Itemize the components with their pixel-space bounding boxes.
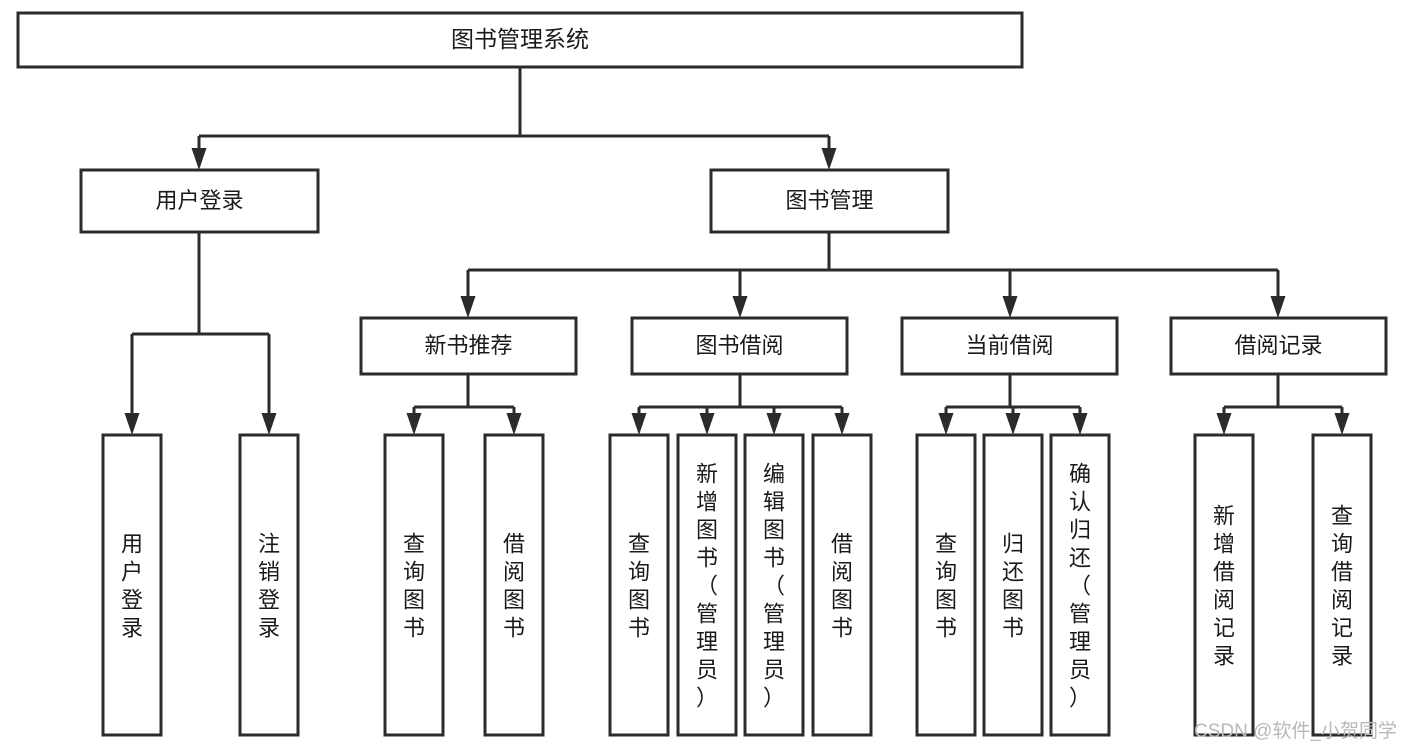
node-label: 查询借阅记录 bbox=[1331, 503, 1353, 668]
node-box[interactable] bbox=[1049, 433, 1111, 737]
node-box[interactable] bbox=[79, 168, 320, 234]
arrow-head-icon bbox=[1002, 296, 1018, 318]
arrow-head-icon bbox=[732, 296, 748, 318]
leaf-node-用户登录[interactable]: 用户登录 bbox=[101, 433, 163, 737]
leaf-node-新增图书-管理员[interactable]: 新增图书（管理员） bbox=[676, 433, 738, 737]
level2-node-当前借阅[interactable]: 当前借阅 bbox=[900, 316, 1119, 376]
arrow-head-icon bbox=[460, 296, 476, 318]
leaf-node-注销登录[interactable]: 注销登录 bbox=[238, 433, 300, 737]
node-box[interactable] bbox=[16, 11, 1024, 69]
level1-node-用户登录[interactable]: 用户登录 bbox=[79, 168, 320, 234]
level2-node-借阅记录[interactable]: 借阅记录 bbox=[1169, 316, 1388, 376]
arrow-head-icon bbox=[1334, 413, 1350, 435]
node-label: 图书管理 bbox=[785, 188, 873, 213]
node-label: 查询图书 bbox=[628, 531, 650, 640]
node-box[interactable] bbox=[383, 433, 445, 737]
connector-userlogin-to-leaves bbox=[124, 232, 277, 435]
node-label: 图书借阅 bbox=[695, 333, 783, 358]
arrow-head-icon bbox=[821, 148, 837, 170]
node-label: 新书推荐 bbox=[424, 333, 512, 358]
node-box[interactable] bbox=[483, 433, 545, 737]
leaf-node-借阅图书[interactable]: 借阅图书 bbox=[483, 433, 545, 737]
leaf-node-查询图书[interactable]: 查询图书 bbox=[915, 433, 977, 737]
node-box[interactable] bbox=[900, 316, 1119, 376]
node-label: 归还图书 bbox=[1002, 531, 1024, 640]
node-label: 当前借阅 bbox=[965, 333, 1053, 358]
node-box[interactable] bbox=[676, 433, 738, 737]
connector-bookmgmt-to-level2 bbox=[460, 232, 1286, 318]
node-label: 借阅记录 bbox=[1234, 333, 1322, 358]
arrow-head-icon bbox=[124, 413, 140, 435]
node-box[interactable] bbox=[359, 316, 578, 376]
node-box[interactable] bbox=[101, 433, 163, 737]
leaf-node-编辑图书-管理员[interactable]: 编辑图书（管理员） bbox=[743, 433, 805, 737]
arrow-head-icon bbox=[938, 413, 954, 435]
leaf-node-查询图书[interactable]: 查询图书 bbox=[608, 433, 670, 737]
node-box[interactable] bbox=[1311, 433, 1373, 737]
node-label: 图书管理系统 bbox=[451, 26, 589, 52]
node-label: 查询图书 bbox=[403, 531, 425, 640]
arrow-head-icon bbox=[834, 413, 850, 435]
connector-record-to-leaves bbox=[1216, 374, 1350, 435]
leaf-node-新增借阅记录[interactable]: 新增借阅记录 bbox=[1193, 433, 1255, 737]
leaf-node-归还图书[interactable]: 归还图书 bbox=[982, 433, 1044, 737]
node-box[interactable] bbox=[630, 316, 849, 376]
connector-root-to-level1 bbox=[191, 67, 837, 170]
root-node-图书管理系统[interactable]: 图书管理系统 bbox=[16, 11, 1024, 69]
node-box[interactable] bbox=[608, 433, 670, 737]
level2-node-图书借阅[interactable]: 图书借阅 bbox=[630, 316, 849, 376]
connector-borrow-to-leaves bbox=[631, 374, 850, 435]
node-box[interactable] bbox=[709, 168, 950, 234]
node-box[interactable] bbox=[915, 433, 977, 737]
arrow-head-icon bbox=[261, 413, 277, 435]
arrow-head-icon bbox=[506, 413, 522, 435]
node-label: 用户登录 bbox=[121, 531, 143, 640]
node-label: 新增图书（管理员） bbox=[696, 461, 718, 710]
level1-node-图书管理[interactable]: 图书管理 bbox=[709, 168, 950, 234]
arrow-head-icon bbox=[1216, 413, 1232, 435]
node-label: 注销登录 bbox=[258, 531, 280, 640]
node-label: 新增借阅记录 bbox=[1213, 503, 1235, 668]
level2-node-新书推荐[interactable]: 新书推荐 bbox=[359, 316, 578, 376]
arrow-head-icon bbox=[766, 413, 782, 435]
node-label: 借阅图书 bbox=[831, 531, 853, 640]
node-box[interactable] bbox=[1193, 433, 1255, 737]
leaf-node-确认归还-管理员[interactable]: 确认归还（管理员） bbox=[1049, 433, 1111, 737]
arrow-head-icon bbox=[1072, 413, 1088, 435]
leaf-node-查询借阅记录[interactable]: 查询借阅记录 bbox=[1311, 433, 1373, 737]
node-box[interactable] bbox=[982, 433, 1044, 737]
node-label: 编辑图书（管理员） bbox=[763, 461, 785, 710]
arrow-head-icon bbox=[406, 413, 422, 435]
node-label: 用户登录 bbox=[155, 188, 243, 213]
connectors-layer bbox=[124, 67, 1350, 435]
node-box[interactable] bbox=[1169, 316, 1388, 376]
node-label: 借阅图书 bbox=[503, 531, 525, 640]
watermark-label: CSDN @软件_小贺同学 bbox=[1194, 721, 1397, 742]
connector-newbook-to-leaves bbox=[406, 374, 522, 435]
node-label: 确认归还（管理员） bbox=[1069, 461, 1091, 710]
arrow-head-icon bbox=[699, 413, 715, 435]
arrow-head-icon bbox=[1005, 413, 1021, 435]
node-label: 查询图书 bbox=[935, 531, 957, 640]
node-box[interactable] bbox=[743, 433, 805, 737]
connector-current-to-leaves bbox=[938, 374, 1088, 435]
leaf-node-借阅图书[interactable]: 借阅图书 bbox=[811, 433, 873, 737]
arrow-head-icon bbox=[631, 413, 647, 435]
arrow-head-icon bbox=[1270, 296, 1286, 318]
node-box[interactable] bbox=[811, 433, 873, 737]
arrow-head-icon bbox=[191, 148, 207, 170]
leaf-node-查询图书[interactable]: 查询图书 bbox=[383, 433, 445, 737]
node-box[interactable] bbox=[238, 433, 300, 737]
